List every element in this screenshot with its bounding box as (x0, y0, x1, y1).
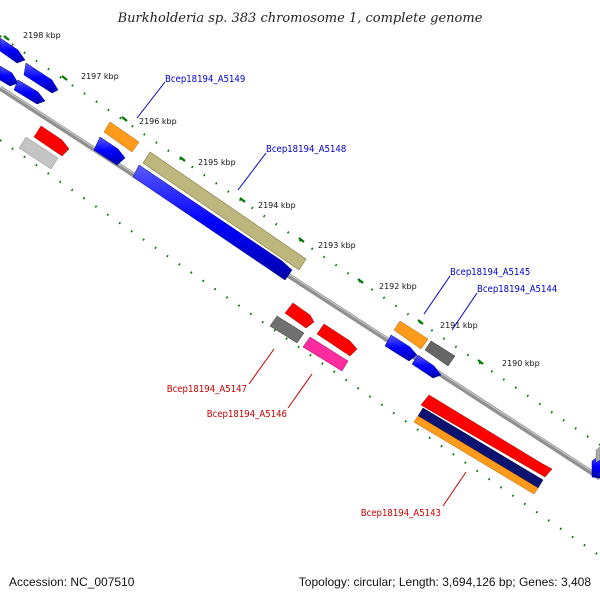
gene-label-a5144[interactable]: Bcep18194_A5144 (477, 284, 557, 295)
tick-label-2196: 2196 kbp (139, 117, 177, 126)
forward-genes (0, 37, 600, 479)
callout-line-a5143 (442, 471, 467, 507)
tick-label-2198: 2198 kbp (23, 31, 61, 40)
tick-track-upper (0, 35, 600, 446)
reverse-genes (33, 125, 553, 478)
tick-label-2194: 2194 kbp (258, 201, 296, 210)
gene-forward-a5149[interactable] (93, 136, 126, 166)
tick-label-2193: 2193 kbp (318, 241, 356, 250)
gene-reverse-a5147[interactable] (284, 302, 315, 329)
tick-label-2191: 2191 kbp (440, 321, 478, 330)
major-tick-2197 (61, 75, 68, 81)
gene-label-a5148[interactable]: Bcep18194_A5148 (266, 144, 346, 155)
major-tick-2191 (417, 319, 424, 325)
gene-feature-a5143-orange[interactable] (413, 415, 539, 495)
gene-forward-2197b[interactable] (13, 79, 46, 105)
gene-forward-2198a[interactable] (0, 37, 26, 64)
major-tick-2194 (239, 197, 246, 203)
major-tick-2195 (179, 156, 186, 162)
accession-text: Accession: NC_007510 (9, 575, 135, 589)
major-ticks (3, 35, 484, 365)
tick-label-2197: 2197 kbp (81, 72, 119, 81)
gene-label-a5143[interactable]: Bcep18194_A5143 (361, 508, 441, 519)
pseudogene-feature-a5147[interactable] (269, 315, 305, 344)
gene-reverse-a5146[interactable] (316, 323, 358, 357)
gene-forward-a5148[interactable] (132, 164, 293, 281)
gene-feature-a5148-olive[interactable] (142, 151, 307, 271)
gene-label-a5146[interactable]: Bcep18194_A5146 (207, 409, 287, 420)
callout-line-a5148 (237, 152, 267, 191)
major-tick-2198 (3, 35, 10, 41)
gene-feature-edge-gray[interactable] (595, 446, 600, 463)
gene-forward-2197a[interactable] (0, 65, 19, 87)
callout-line-a5149 (136, 81, 166, 119)
gene-label-a5147[interactable]: Bcep18194_A5147 (167, 384, 247, 395)
tick-label-2195: 2195 kbp (198, 158, 236, 167)
gene-reverse-a5143[interactable] (420, 394, 553, 478)
callout-line-a5145 (423, 275, 451, 315)
major-tick-2192 (357, 278, 364, 284)
tick-label-2190: 2190 kbp (502, 359, 540, 368)
gene-reverse-2196[interactable] (33, 125, 70, 157)
tick-track-lower (0, 139, 600, 557)
major-tick-2193 (298, 237, 305, 243)
gene-feature-a5143-navy[interactable] (417, 407, 544, 489)
callout-line-a5146 (287, 373, 313, 409)
rna-feature-a5145[interactable] (393, 320, 429, 350)
callout-lines (136, 81, 478, 507)
tick-label-2192: 2192 kbp (379, 282, 417, 291)
gene-forward-a5144[interactable] (411, 354, 442, 379)
gene-label-a5149[interactable]: Bcep18194_A5149 (165, 74, 245, 85)
gene-forward-a5145[interactable] (384, 334, 418, 362)
rna-feature-a5149[interactable] (103, 121, 140, 153)
gene-feature-a5146-magenta[interactable] (302, 336, 349, 372)
callout-line-a5147 (248, 348, 275, 385)
major-tick-2196 (121, 116, 128, 122)
topology-text: Topology: circular; Length: 3,694,126 bp… (299, 575, 592, 589)
pseudogene-feature-a5144[interactable] (424, 340, 456, 367)
gene-label-a5145[interactable]: Bcep18194_A5145 (450, 267, 530, 278)
map-title: Burkholderia sp. 383 chromosome 1, compl… (117, 11, 483, 26)
gene-feature-light-gray[interactable] (18, 136, 59, 170)
major-tick-2190 (477, 359, 484, 365)
callout-line-a5144 (451, 292, 478, 331)
gene-forward-2198b[interactable] (23, 62, 59, 94)
